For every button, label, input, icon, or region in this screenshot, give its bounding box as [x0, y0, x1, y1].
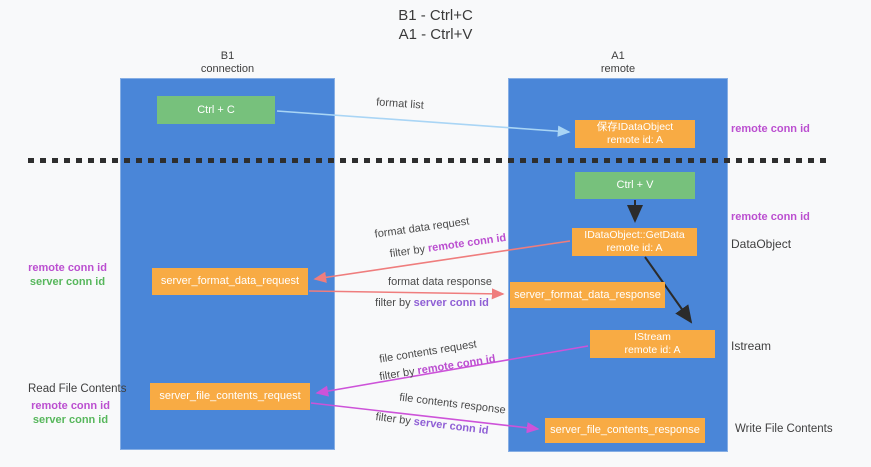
lane-header-right-line2: remote — [600, 63, 636, 75]
node-istream-line2: remote id: A — [624, 344, 681, 356]
edge-label-filter-by-text: filter by — [378, 365, 419, 384]
edge-label-remote-conn-id: remote conn id — [427, 231, 507, 255]
right-label-remote-conn-id-top: remote conn id — [731, 123, 810, 135]
node-cache-idataobject-line2: remote id: A — [606, 134, 664, 146]
node-server-file-contents-response: server_file_contents_response — [545, 418, 705, 443]
node-server-format-data-request: server_format_data_request — [152, 268, 308, 295]
lane-header-right-line1: A1 — [611, 50, 625, 62]
edge-label-server-conn-id: server conn id — [413, 297, 489, 309]
node-idataobject-getdata-line2: remote id: A — [606, 242, 663, 254]
node-server-file-contents-request: server_file_contents_request — [150, 383, 310, 410]
edge-label-file-contents-response: file contents response — [398, 391, 507, 417]
node-istream-line1: IStream — [634, 331, 671, 343]
node-idataobject-getdata-line1: IDataObject::GetData — [584, 229, 685, 241]
right-label-istream: Istream — [731, 339, 772, 353]
lane-header-left-line2: connection — [200, 63, 255, 75]
node-server-format-data-response: server_format_data_response — [510, 282, 665, 308]
edge-label-filter-server-2: filter by server conn id — [372, 411, 493, 438]
node-server-file-contents-request-label: server_file_contents_request — [159, 390, 301, 402]
right-label-write-file-contents: Write File Contents — [735, 423, 833, 435]
right-label-dataobject: DataObject — [731, 237, 792, 251]
dashed-separator-line — [28, 158, 830, 163]
arrow-format-data-response — [308, 288, 505, 300]
edge-label-filter-by-text: filter by — [374, 411, 415, 428]
node-server-format-data-response-label: server_format_data_response — [514, 288, 661, 301]
lane-header-right: A1 remote — [508, 50, 728, 76]
node-cache-idataobject: 保存IDataObject remote id: A — [575, 120, 695, 148]
edge-label-server-conn-id: server conn id — [413, 415, 490, 437]
edge-label-filter-by-text: filter by — [375, 297, 414, 309]
edge-label-filter-by-text: filter by — [389, 242, 429, 261]
left-label-read-file-contents: Read File Contents — [28, 383, 127, 395]
edge-label-filter-server-1: filter by server conn id — [372, 297, 492, 309]
left-label-server-conn-id-1: server conn id — [29, 276, 106, 288]
edge-label-format-data-response: format data response — [388, 276, 492, 288]
node-ctrl-c: Ctrl + C — [157, 96, 275, 124]
diagram-title-line2: A1 - Ctrl+V — [398, 26, 473, 43]
right-label-remote-conn-id-mid: remote conn id — [731, 211, 810, 223]
node-server-format-data-request-label: server_format_data_request — [160, 275, 300, 287]
edge-label-format-list: format list — [375, 96, 425, 112]
lane-header-left-line1: B1 — [220, 50, 235, 62]
left-label-remote-conn-id-2: remote conn id — [31, 400, 110, 412]
node-ctrl-c-label: Ctrl + C — [197, 103, 235, 116]
node-ctrl-v-label: Ctrl + V — [616, 179, 654, 191]
left-label-server-conn-id-2: server conn id — [32, 414, 109, 426]
lane-header-left: B1 connection — [120, 50, 335, 76]
node-ctrl-v: Ctrl + V — [575, 172, 695, 199]
node-server-file-contents-response-label: server_file_contents_response — [550, 424, 700, 436]
node-istream: IStream remote id: A — [590, 330, 715, 358]
left-label-remote-conn-id-1: remote conn id — [28, 262, 107, 274]
node-cache-idataobject-line1: 保存IDataObject — [596, 121, 674, 133]
node-idataobject-getdata: IDataObject::GetData remote id: A — [572, 228, 697, 256]
diagram-title-line1: B1 - Ctrl+C — [398, 7, 473, 24]
diagram-title: B1 - Ctrl+C A1 - Ctrl+V — [0, 6, 871, 44]
